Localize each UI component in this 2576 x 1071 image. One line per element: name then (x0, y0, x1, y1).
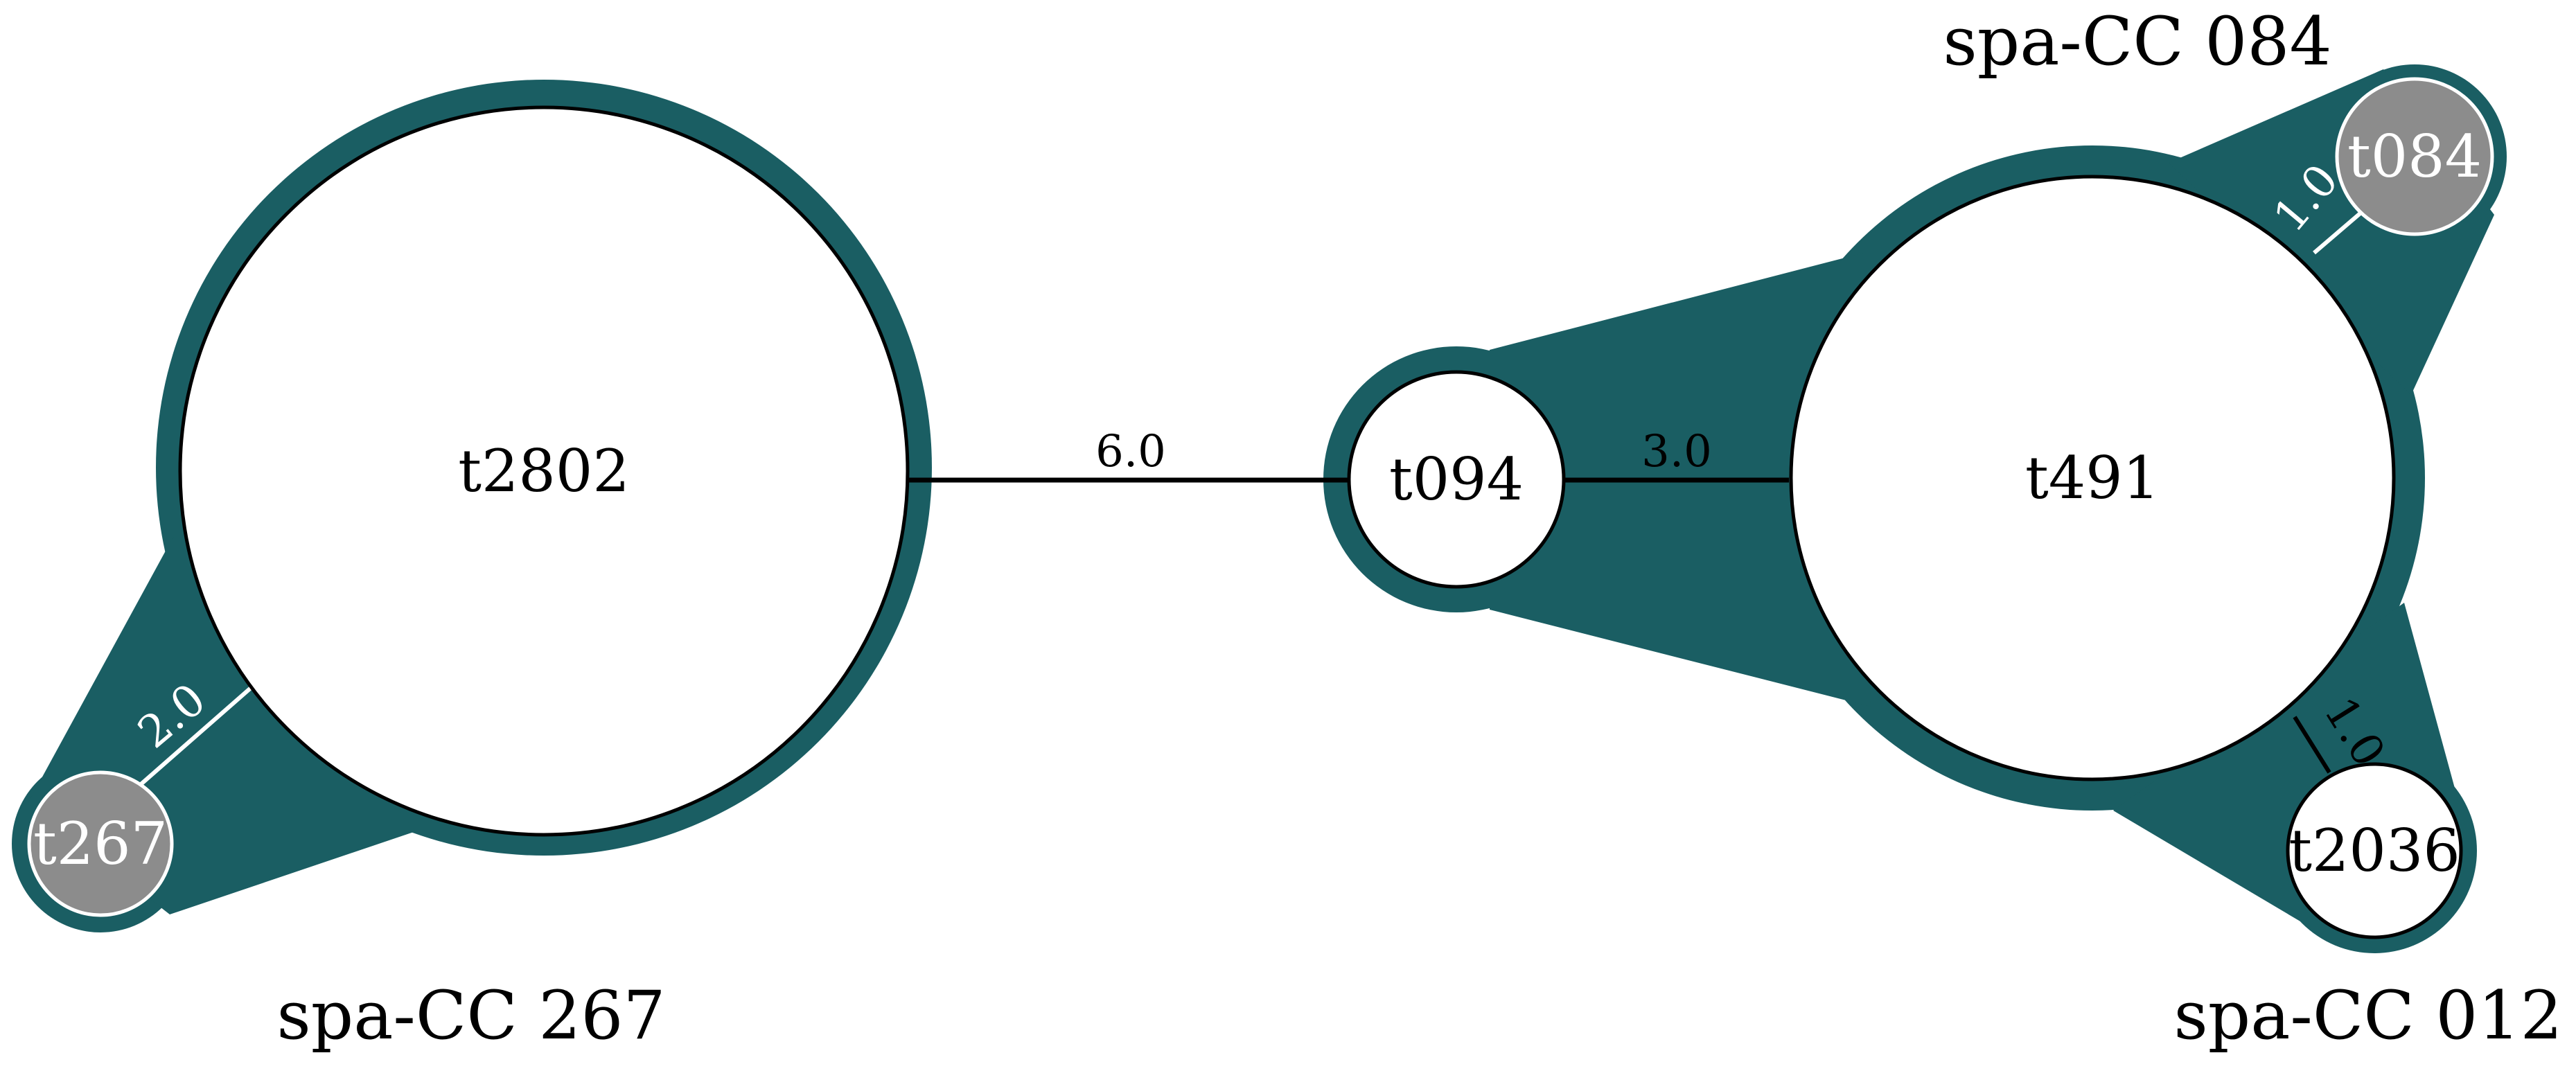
edge-t491-t2036 (2293, 716, 2331, 774)
edges (137, 209, 2364, 788)
node-t2802[interactable]: t2802 (178, 105, 910, 837)
edge-label-t2802-t094: 6.0 (1095, 426, 1166, 477)
cluster-labels: spa-CC 267 spa-CC 084 spa-CC 012 (276, 3, 2562, 1054)
edge-label-t094-t491: 3.0 (1641, 426, 1712, 477)
node-t491-label: t491 (2025, 444, 2160, 512)
nodes: t2802 t267 t094 t491 t084 t2036 (27, 77, 2494, 939)
node-t2036[interactable]: t2036 (2286, 762, 2463, 939)
cluster-label-cc267: spa-CC 267 (276, 977, 665, 1054)
node-t2036-circle[interactable] (2286, 762, 2463, 939)
node-t084[interactable]: t084 (2335, 77, 2494, 236)
node-t267-circle[interactable] (27, 770, 174, 917)
cluster-label-cc084: spa-CC 084 (1943, 3, 2331, 80)
node-t094[interactable]: t094 (1347, 370, 1566, 589)
edge-t491-t084 (2313, 209, 2364, 255)
node-t267[interactable]: t267 (27, 770, 174, 917)
edge-t2802-t267 (137, 686, 252, 788)
node-t491[interactable]: t491 (1789, 175, 2396, 781)
cluster-label-cc012: spa-CC 012 (2173, 977, 2562, 1054)
node-t094-circle[interactable] (1347, 370, 1566, 589)
node-t094-label: t094 (1389, 445, 1524, 513)
node-t2802-circle[interactable] (178, 105, 910, 837)
node-t491-circle[interactable] (1789, 175, 2396, 781)
node-t267-label: t267 (33, 810, 168, 878)
node-t2802-label: t2802 (458, 437, 630, 505)
node-t084-label: t084 (2347, 123, 2482, 191)
node-t084-circle[interactable] (2335, 77, 2494, 236)
node-t2036-label: t2036 (2288, 817, 2460, 885)
